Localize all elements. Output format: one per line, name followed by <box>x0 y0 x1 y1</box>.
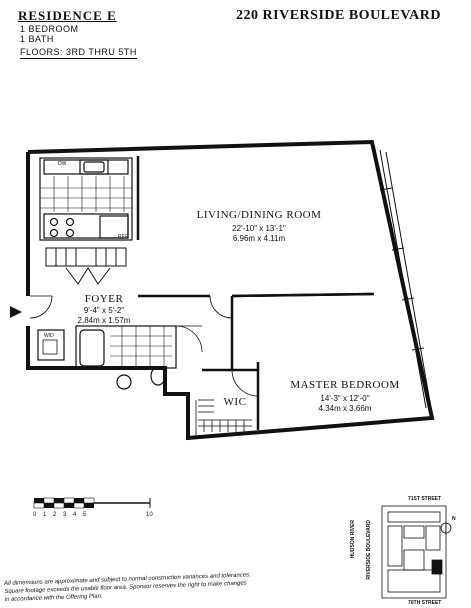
street-bottom-label: 70TH STREET <box>408 600 442 606</box>
building-address: 220 RIVERSIDE BOULEVARD <box>236 8 441 23</box>
foyer-dim-metric: 2.84m x 1.57m <box>77 316 131 325</box>
graphic-scale <box>33 497 151 509</box>
scale-tick: 4 <box>73 512 77 518</box>
residence-title: RESIDENCE E <box>18 8 117 23</box>
street-top-label: 71ST STREET <box>408 496 442 502</box>
river-label: HUDSON RIVER <box>350 520 356 559</box>
wic-shelving <box>195 399 252 436</box>
refrigerator-label: REF <box>118 234 128 240</box>
living-room-dim-metric: 6.96m x 4.11m <box>232 234 286 243</box>
outer-walls <box>26 139 435 441</box>
master-bedroom-dim-imperial: 14'-3" x 12'-0" <box>320 394 370 403</box>
closet <box>45 247 127 285</box>
bedroom-count: 1 BEDROOM <box>20 24 79 34</box>
entry-arrow <box>10 306 22 318</box>
north-label: N <box>452 516 456 522</box>
master-bedroom-name: MASTER BEDROOM <box>290 379 400 391</box>
bathroom <box>75 325 177 390</box>
window-wall <box>379 149 431 409</box>
living-room-name: LIVING/DINING ROOM <box>196 209 322 221</box>
washer-dryer-label: W/D <box>44 333 54 339</box>
boulevard-label: RIVERSIDE BOULEVARD <box>366 520 372 580</box>
floors-label: FLOORS: 3RD THRU 5TH <box>20 47 137 59</box>
scale-tick: 5 <box>83 512 87 518</box>
dishwasher-label: DW <box>58 161 67 167</box>
key-plan <box>381 505 452 599</box>
foyer-name: FOYER <box>84 293 124 305</box>
bath-count: 1 BATH <box>20 34 54 44</box>
kitchen <box>39 157 133 241</box>
scale-tick: 0 <box>33 512 37 518</box>
wic-name: WIC <box>223 396 247 408</box>
scale-tick: 3 <box>63 512 67 518</box>
scale-tick: 2 <box>53 512 57 518</box>
foyer-dim-imperial: 9'-4" x 5'-2" <box>83 306 125 315</box>
master-bedroom-dim-metric: 4.34m x 3.66m <box>318 404 372 413</box>
living-room-dim-imperial: 22'-10" x 13'-1" <box>232 224 286 233</box>
scale-tick: 10 <box>146 512 153 518</box>
scale-tick: 1 <box>43 512 47 518</box>
